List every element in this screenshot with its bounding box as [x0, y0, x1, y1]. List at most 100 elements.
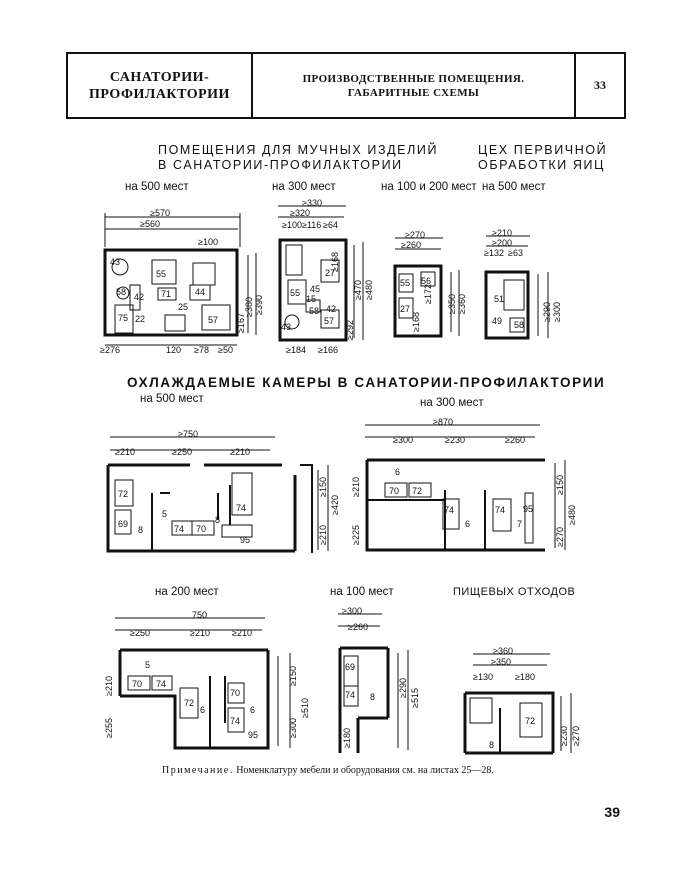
- svg-text:≥390: ≥390: [254, 295, 264, 315]
- svg-text:≥78: ≥78: [194, 345, 209, 355]
- svg-text:≥470: ≥470: [353, 280, 363, 300]
- svg-text:≥63: ≥63: [508, 248, 523, 258]
- svg-text:58: 58: [116, 287, 126, 297]
- svg-text:≥300: ≥300: [288, 718, 298, 738]
- svg-text:≥480: ≥480: [364, 280, 374, 300]
- svg-text:55: 55: [290, 288, 300, 298]
- svg-text:≥480: ≥480: [567, 505, 577, 525]
- svg-text:≥420: ≥420: [330, 495, 340, 515]
- svg-text:43: 43: [281, 322, 291, 332]
- svg-text:120: 120: [166, 345, 181, 355]
- plan-flour-300: ≥330 ≥320 ≥100 ≥116 ≥64 27 55 45 57 15 5…: [278, 198, 374, 355]
- svg-text:≥515: ≥515: [410, 688, 420, 708]
- svg-text:≥260: ≥260: [505, 435, 525, 445]
- plan-cold-500: ≥750 ≥210 ≥250 ≥210 72 69 8 5 74 70 8 74…: [106, 429, 340, 553]
- svg-text:5: 5: [145, 660, 150, 670]
- svg-text:≥100: ≥100: [198, 237, 218, 247]
- svg-text:750: 750: [192, 610, 207, 620]
- svg-text:≥200: ≥200: [492, 238, 512, 248]
- svg-text:≥380: ≥380: [244, 297, 254, 317]
- svg-text:74: 74: [345, 690, 355, 700]
- svg-text:≥100: ≥100: [282, 220, 302, 230]
- svg-text:6: 6: [250, 705, 255, 715]
- svg-text:95: 95: [248, 730, 258, 740]
- svg-text:≥360: ≥360: [493, 646, 513, 656]
- svg-text:≥210: ≥210: [351, 477, 361, 497]
- svg-text:74: 74: [174, 524, 184, 534]
- svg-text:70: 70: [230, 688, 240, 698]
- svg-text:72: 72: [412, 486, 422, 496]
- svg-text:70: 70: [389, 486, 399, 496]
- svg-text:27: 27: [400, 304, 410, 314]
- svg-text:≥168: ≥168: [330, 252, 340, 272]
- svg-text:≥290: ≥290: [542, 302, 552, 322]
- svg-text:≥210: ≥210: [115, 447, 135, 457]
- svg-text:≥230: ≥230: [445, 435, 465, 445]
- svg-text:49: 49: [492, 316, 502, 326]
- svg-text:≥230: ≥230: [559, 726, 569, 746]
- svg-text:≥870: ≥870: [433, 417, 453, 427]
- flour-300-label: на 300 мест: [272, 181, 336, 193]
- flour-title-2: В САНАТОРИИ-ПРОФИЛАКТОРИИ: [158, 158, 403, 172]
- plan-flour-100: ≥270 ≥260 55 27 56 ≥360 ≥350 ≥168 ≥172: [393, 230, 467, 338]
- svg-text:≥150: ≥150: [288, 666, 298, 686]
- header-frame: САНАТОРИИ- ПРОФИЛАКТОРИИ ПРОИЗВОДСТВЕННЫ…: [66, 52, 626, 119]
- svg-text:≥210: ≥210: [492, 228, 512, 238]
- svg-text:22: 22: [135, 314, 145, 324]
- plan-cold-100: ≥300 ≥260 69 74 8 ≥515 ≥290 ≥180: [338, 606, 420, 753]
- svg-text:95: 95: [240, 535, 250, 545]
- eggs-title-2: ОБРАБОТКИ ЯИЦ: [478, 158, 605, 172]
- svg-text:58: 58: [309, 306, 319, 316]
- svg-text:≥50: ≥50: [218, 345, 233, 355]
- svg-text:≥172: ≥172: [423, 284, 433, 304]
- svg-text:≥276: ≥276: [100, 345, 120, 355]
- svg-text:43: 43: [110, 257, 120, 267]
- svg-text:≥250: ≥250: [130, 628, 150, 638]
- svg-text:≥270: ≥270: [571, 726, 581, 746]
- svg-text:56: 56: [421, 276, 431, 286]
- plan-waste: ≥360 ≥350 ≥130 ≥180 72 8 ≥270 ≥230: [463, 646, 581, 755]
- svg-text:≥132: ≥132: [484, 248, 504, 258]
- cold-200-label: на 200 мест: [155, 586, 219, 598]
- svg-text:95: 95: [523, 504, 533, 514]
- svg-text:≥560: ≥560: [140, 219, 160, 229]
- svg-text:≥570: ≥570: [150, 208, 170, 218]
- flour-500-label: на 500 мест: [125, 181, 189, 193]
- svg-text:≥150: ≥150: [318, 477, 328, 497]
- svg-text:≥270: ≥270: [555, 527, 565, 547]
- svg-text:72: 72: [525, 716, 535, 726]
- svg-text:≥180: ≥180: [342, 728, 352, 748]
- svg-text:69: 69: [345, 662, 355, 672]
- svg-text:51: 51: [494, 294, 504, 304]
- svg-text:74: 74: [444, 505, 454, 515]
- svg-text:45: 45: [310, 284, 320, 294]
- svg-text:≥210: ≥210: [104, 676, 114, 696]
- svg-text:74: 74: [236, 503, 246, 513]
- svg-text:≥255: ≥255: [104, 718, 114, 738]
- flour-title-1: ПОМЕЩЕНИЯ ДЛЯ МУЧНЫХ ИЗДЕЛИЙ: [158, 143, 439, 157]
- section-title: САНАТОРИИ- ПРОФИЛАКТОРИИ: [68, 54, 253, 117]
- footnote-text: Номенклатуру мебели и оборудования см. н…: [236, 765, 494, 776]
- sheet-number: 33: [594, 78, 606, 92]
- svg-text:≥166: ≥166: [318, 345, 338, 355]
- svg-text:≥300: ≥300: [342, 606, 362, 616]
- plan-eggs-500: ≥210 ≥200 ≥132 ≥63 51 49 58 ≥300 ≥290: [484, 228, 562, 340]
- page-number: 39: [604, 804, 620, 820]
- svg-text:69: 69: [118, 519, 128, 529]
- svg-text:≥250: ≥250: [172, 447, 192, 457]
- svg-text:74: 74: [156, 679, 166, 689]
- svg-text:≥260: ≥260: [401, 240, 421, 250]
- svg-text:≥510: ≥510: [300, 698, 310, 718]
- svg-text:74: 74: [495, 505, 505, 515]
- svg-text:≥64: ≥64: [323, 220, 338, 230]
- svg-text:≥210: ≥210: [190, 628, 210, 638]
- flour-100-label: на 100 и 200 мест: [381, 181, 477, 193]
- svg-text:6: 6: [200, 705, 205, 715]
- svg-text:≥350: ≥350: [491, 657, 511, 667]
- svg-text:≥300: ≥300: [552, 302, 562, 322]
- svg-text:≥330: ≥330: [302, 198, 322, 208]
- svg-text:70: 70: [132, 679, 142, 689]
- svg-text:55: 55: [400, 278, 410, 288]
- svg-text:≥180: ≥180: [515, 672, 535, 682]
- svg-text:≥292: ≥292: [345, 320, 355, 340]
